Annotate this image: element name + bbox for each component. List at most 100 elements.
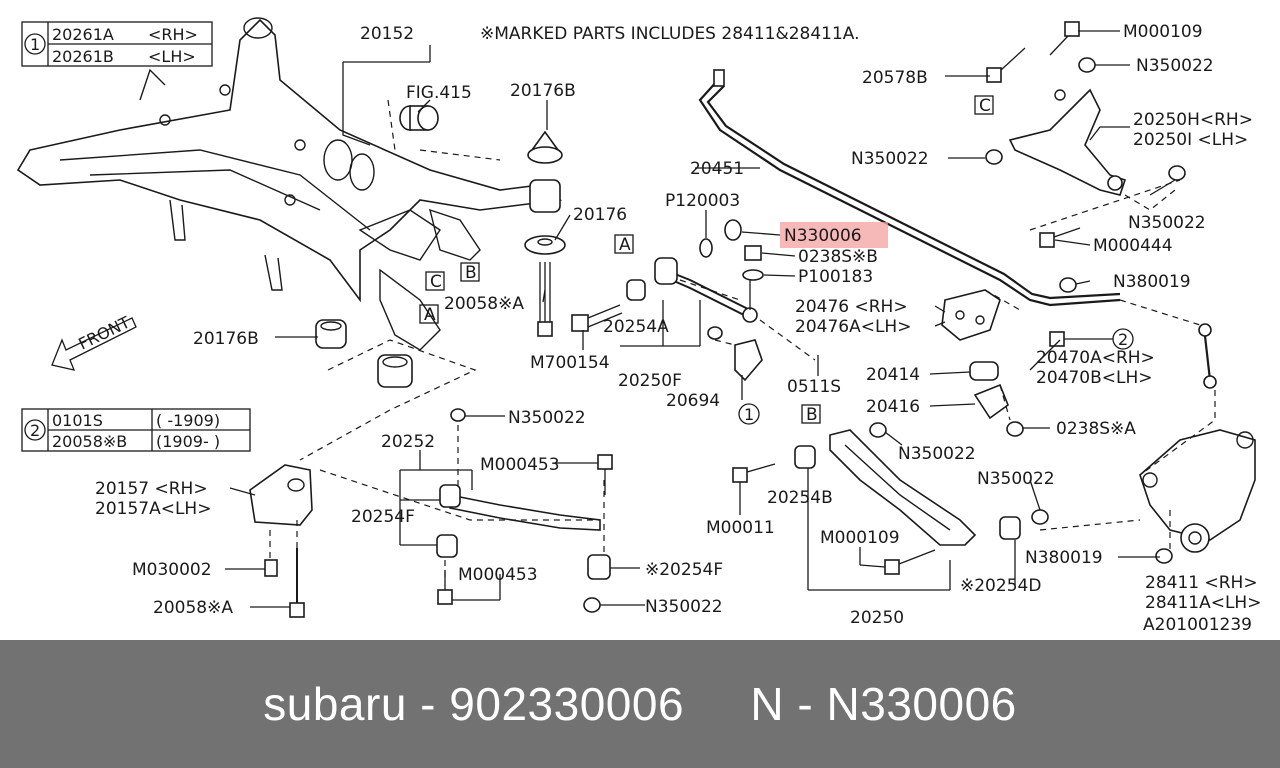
clamp-20414: [969, 361, 999, 381]
label-20250f: 20250F: [618, 371, 682, 391]
label-n350022-g: N350022: [977, 469, 1055, 489]
label-n380019-bot: N380019: [1025, 548, 1103, 568]
label-20058a-mid: 20058※A: [444, 294, 524, 314]
legend-1-badge: 1: [30, 35, 40, 54]
legend-box-1: 1 20261A <RH> 20261B <LH>: [21, 21, 213, 67]
legend-1-badge-circle: [24, 33, 46, 55]
knuckle-28411: [1139, 429, 1256, 564]
label-n350022-d: N350022: [898, 444, 976, 464]
legend-2-badge: 2: [30, 421, 40, 440]
label-0238s-b: 0238S※B: [798, 247, 878, 267]
label-n380019-top: N380019: [1113, 272, 1191, 292]
legend-1-row-2-side: <LH>: [148, 47, 196, 66]
footer-part-numbers: subaru - 902330006 N - N330006: [263, 678, 1017, 730]
legend-2-row-2-range: (1909- ): [156, 432, 220, 451]
label-m030002: M030002: [132, 560, 212, 580]
circle-ref-2: 2: [1118, 330, 1128, 349]
label-p100183: P100183: [798, 267, 873, 287]
catalog-reference: A201001239: [1143, 615, 1252, 635]
legend-2-row-1-range: ( -1909): [156, 411, 220, 430]
label-20416: 20416: [866, 397, 920, 417]
label-20470b-lh: 20470B<LH>: [1036, 368, 1153, 388]
label-m700154: M700154: [530, 353, 610, 373]
label-20176b-left: 20176B: [193, 329, 259, 349]
label-m000444: M000444: [1093, 236, 1173, 256]
label-20254f: 20254F: [351, 507, 415, 527]
dashed-reference-lines: [269, 99, 1216, 580]
label-28411-rh: 28411 <RH>: [1145, 573, 1258, 593]
bolt-m700154: [571, 304, 623, 332]
leader-lines: [225, 30, 1176, 608]
exploded-parts-diagram: ※MARKED PARTS INCLUDES 28411&28411A. 1 2…: [16, 17, 1262, 635]
legend-2-row-2-code: 20058※B: [52, 432, 127, 451]
clamp-20416: [973, 383, 1009, 420]
callout-labels: 20152 FIG.415 20176B 20176 20058※A 20176…: [95, 22, 1261, 635]
label-n350022-c: N350022: [1128, 213, 1206, 233]
label-20176: 20176: [573, 205, 627, 225]
label-20254b: 20254B: [767, 488, 833, 508]
ref-a-box-2: A: [424, 305, 436, 325]
label-28411a-lh: 28411A<LH>: [1145, 593, 1261, 613]
label-20694: 20694: [666, 391, 720, 411]
label-0511s: 0511S: [787, 377, 841, 397]
label-20451: 20451: [690, 159, 744, 179]
front-arrow-icon: FRONT: [51, 312, 137, 371]
label-n330006: N330006: [784, 226, 862, 246]
legend-1-row-1-side: <RH>: [148, 25, 198, 44]
stabilizer-link-20470: [1198, 323, 1217, 389]
label-m00011: M00011: [706, 518, 775, 538]
label-m000453-b: M000453: [458, 565, 538, 585]
label-20254f-star: ※20254F: [645, 560, 723, 580]
legend-1-row-1-code: 20261A: [52, 25, 114, 44]
ref-a-box-1: A: [619, 235, 631, 255]
label-20254a: 20254A: [603, 317, 669, 337]
legend-box-2: 2 0101S ( -1909) 20058※B (1909- ): [21, 408, 251, 452]
bushing-fig415: [399, 105, 439, 131]
label-20176b-top: 20176B: [510, 81, 576, 101]
washers-p120003: [699, 219, 764, 281]
front-label: FRONT: [75, 312, 133, 353]
legend-1-row-2-code: 20261B: [52, 47, 114, 66]
label-0238s-a: 0238S※A: [1056, 419, 1136, 439]
rear-subframe: [16, 17, 563, 351]
trailing-link-20252: [436, 408, 613, 613]
ref-c-box-1: C: [430, 272, 442, 292]
label-20476-rh: 20476 <RH>: [795, 297, 908, 317]
label-n350022-a: N350022: [1136, 56, 1214, 76]
stabilizer-bar-20451: [698, 69, 1121, 307]
label-m000109-bot: M000109: [820, 528, 900, 548]
circle-ref-1: 1: [744, 405, 754, 424]
label-p120003: P120003: [665, 191, 740, 211]
label-20250i-lh: 20250I <LH>: [1133, 130, 1248, 150]
label-20476a-lh: 20476A<LH>: [795, 317, 911, 337]
footer-bar: subaru - 902330006 N - N330006: [0, 640, 1280, 768]
ref-letter-boxes: A A B B C C: [419, 95, 994, 425]
bracket-20157: [249, 464, 313, 618]
label-fig415: FIG.415: [406, 83, 472, 103]
bushing-lower-subframe: [377, 354, 413, 388]
lateral-link-20250f: [626, 257, 758, 323]
legend-2-badge-circle: [24, 419, 46, 441]
circled-refs: 1 2: [738, 328, 1134, 425]
mount-20176B-lower: [315, 319, 347, 349]
label-20058a-bot: 20058※A: [153, 598, 233, 618]
ref-c-box-2: C: [979, 96, 991, 116]
label-n350022-e: N350022: [508, 408, 586, 428]
label-n350022-f: N350022: [645, 597, 723, 617]
label-n350022-b: N350022: [851, 149, 929, 169]
label-20252: 20252: [381, 432, 435, 452]
label-20578b: 20578B: [862, 68, 928, 88]
highlight-n330006: [780, 222, 888, 248]
label-20152: 20152: [360, 24, 414, 44]
label-20470a-rh: 20470A<RH>: [1036, 348, 1155, 368]
label-20157-rh: 20157 <RH>: [95, 479, 208, 499]
label-20157a-lh: 20157A<LH>: [95, 499, 211, 519]
hardware-set: [985, 21, 1186, 437]
label-m000453-a: M000453: [480, 455, 560, 475]
ref-b-box-1: B: [465, 263, 477, 283]
stabilizer-bracket-20476: [941, 289, 1001, 341]
lower-arm-20250: [732, 422, 1049, 575]
label-20414: 20414: [866, 365, 920, 385]
header-note: ※MARKED PARTS INCLUDES 28411&28411A.: [480, 24, 860, 44]
